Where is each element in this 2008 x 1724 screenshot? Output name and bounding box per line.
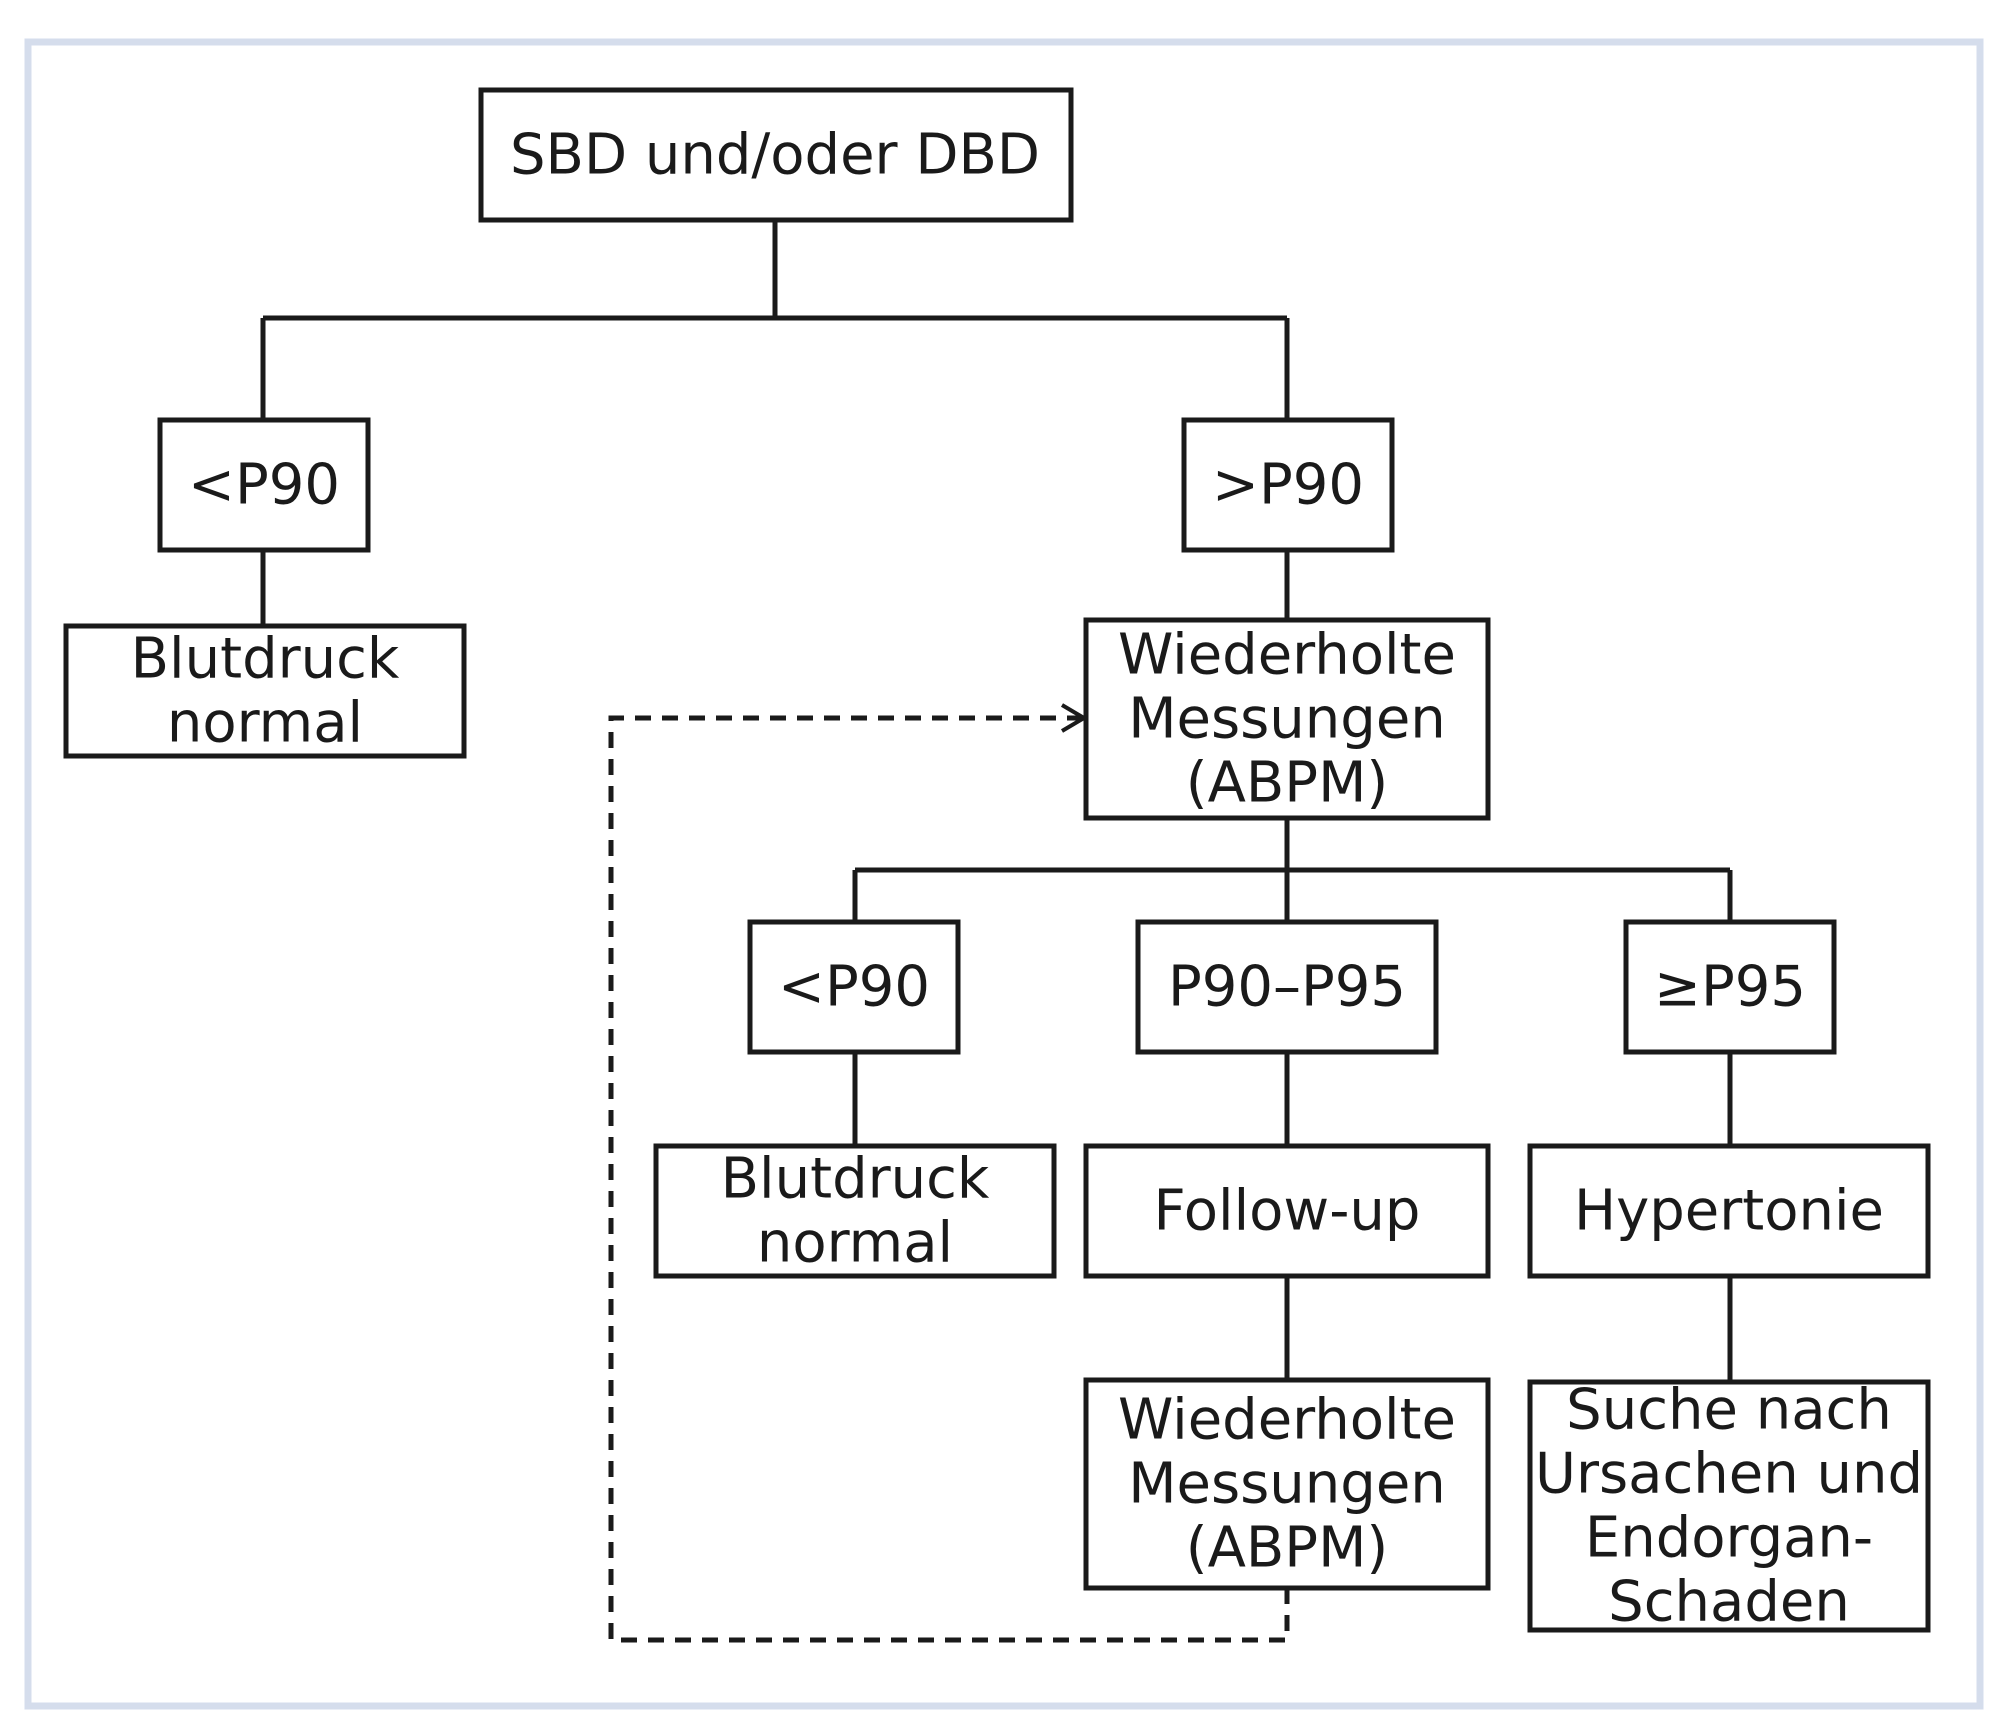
box-left-normal	[63, 623, 467, 759]
node-label-line: Wiederholte	[1118, 623, 1456, 688]
node-label-line: Ursachen und	[1535, 1442, 1923, 1507]
box-sub-p90-p95	[1135, 919, 1439, 1055]
node-label-line: Hypertonie	[1574, 1179, 1884, 1244]
node-label-line: (ABPM)	[1186, 751, 1389, 816]
node-label-line: ≥P95	[1654, 955, 1806, 1020]
box-sub-ge-p95	[1623, 919, 1837, 1055]
box-hypertonie	[1527, 1143, 1931, 1279]
box-root	[478, 87, 1074, 223]
box-right-gt-p90	[1181, 417, 1395, 553]
node-label-line: P90–P95	[1168, 955, 1406, 1020]
node-label-line: Blutdruck	[721, 1147, 990, 1212]
node-label-line: normal	[757, 1211, 953, 1276]
box-left-lt-p90	[157, 417, 371, 553]
feedback-loop-line	[608, 715, 1290, 1643]
box-repeat-2	[1083, 1377, 1491, 1591]
box-sub-lt-p90	[747, 919, 961, 1055]
node-label-line: <P90	[778, 955, 930, 1020]
label-left-lt-p90: <P90	[188, 453, 340, 518]
box-search-causes	[1527, 1379, 1931, 1633]
node-label-line: Suche nach	[1566, 1378, 1892, 1443]
node-label-line: Messungen	[1128, 687, 1446, 752]
node-label-line: Follow-up	[1154, 1179, 1421, 1244]
box-sub-normal	[653, 1143, 1057, 1279]
label-root: SBD und/oder DBD	[510, 123, 1040, 188]
node-label-line: SBD und/oder DBD	[510, 123, 1040, 188]
box-repeat-1	[1083, 617, 1491, 821]
node-label-line: (ABPM)	[1186, 1516, 1389, 1581]
label-sub-p90-p95: P90–P95	[1168, 955, 1406, 1020]
node-label-line: Blutdruck	[131, 627, 400, 692]
node-label-line: normal	[167, 691, 363, 756]
node-label-line: Endorgan-	[1585, 1506, 1873, 1571]
node-label-line: Schaden	[1608, 1570, 1850, 1635]
label-sub-ge-p95: ≥P95	[1654, 955, 1806, 1020]
node-label-line: Wiederholte	[1118, 1388, 1456, 1453]
connectors	[260, 220, 1733, 1382]
label-followup: Follow-up	[1154, 1179, 1421, 1244]
node-label-line: <P90	[188, 453, 340, 518]
label-sub-lt-p90: <P90	[778, 955, 930, 1020]
outer-frame	[24, 38, 1984, 1710]
node-label-line: Messungen	[1128, 1452, 1446, 1517]
label-right-gt-p90: >P90	[1212, 453, 1364, 518]
box-followup	[1083, 1143, 1491, 1279]
feedback-loop	[608, 715, 1290, 1643]
boxes	[63, 87, 1931, 1633]
label-hypertonie: Hypertonie	[1574, 1179, 1884, 1244]
node-label-line: >P90	[1212, 453, 1364, 518]
